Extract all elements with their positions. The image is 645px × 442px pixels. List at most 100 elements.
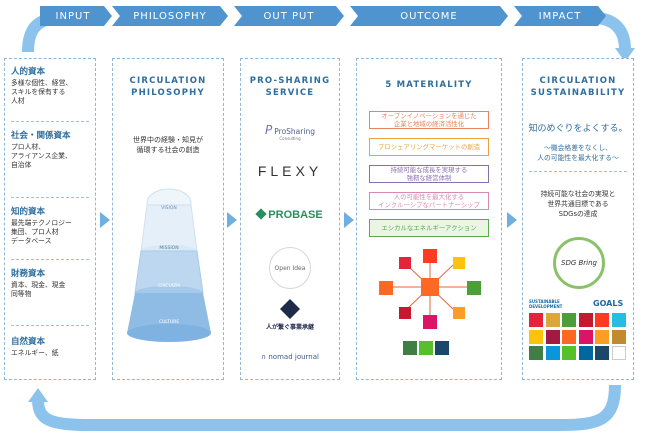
stage-outcome: OUTCOME [400,10,458,22]
chevron-1 [100,212,110,228]
resource-financial: 財務資本 資本、現金、現金 同等物 [5,263,95,303]
sdg-tile [435,341,449,355]
pyramid-mission: MISSION [159,245,178,251]
stage-output: OUT PUT [263,10,315,22]
sdg-tile [453,307,465,319]
sdg-goal-tile [595,329,609,344]
materiality-item: オープンイノベーションを通じた 企業と地域の経済活性化 [369,111,489,129]
resource-body: 多様な個性、経営、 スキルを保有する 人材 [11,79,73,105]
resource-title: 人的資本 [11,67,46,77]
resource-social: 社会・関係資本 プロ人材、 アライアンス企業、 自治体 [5,125,95,174]
probase-icon [255,208,267,220]
logo-openidea: Open Idea [241,247,339,289]
sdg-goal-tile [595,313,609,327]
materiality-item: 持続可能な成長を実現する 強靭な経営体制 [369,165,489,183]
pyramid-vision: VISION [161,205,177,211]
philosophy-text: 世界中の経験・知見が 循環する社会の創造 [113,135,223,155]
sdg-goal-tile [529,329,543,344]
return-arrowhead [28,388,48,402]
resource-human: 人的資本 多様な個性、経営、 スキルを保有する 人材 [5,61,95,110]
pyramid-circuizm: CIRCUIZM [158,283,180,289]
sdg-goal-tile [611,346,626,360]
sdg-goal-tile [529,346,543,360]
impact-goal-line: 持続可能な社会の実現と [540,190,616,198]
sdg-tile [453,257,465,269]
philosophy-column: CIRCULATION PHILOSOPHY 世界中の経験・知見が 循環する社会… [112,58,224,380]
sdg-goal-tile [545,313,560,327]
materiality-item: プロシェアリングマーケットの創造 [369,138,489,156]
stage-input: INPUT [55,10,91,22]
prosharing-sub: Consulting [279,136,301,141]
resource-title: 知的資本 [11,207,46,217]
sdg-tile [399,307,411,319]
philosophy-title-2: PHILOSOPHY [131,88,205,98]
chevron-4 [507,212,517,228]
impact-arrowhead [615,48,635,62]
philosophy-title-1: CIRCULATION [129,76,207,86]
sdg-tile [423,249,437,263]
chevron-2 [227,212,237,228]
philosophy-pyramid: VISION MISSION CIRCUIZM CULTURE [127,188,211,342]
impact-goal-line: SDGsの達成 [558,210,598,218]
sdg-tile [399,257,411,269]
sdg-header-a: SUSTAINABLE [529,299,560,304]
sdg-tile [403,341,417,355]
materiality-item: エシカルなエネルギーアクション [369,219,489,237]
prosharing-mark-icon: P [265,123,273,137]
logo-jigyoshokei: 人が繋ぐ事業承継 [241,299,339,331]
service-title-1: PRO-SHARING [249,76,331,86]
stage-banners [40,6,606,26]
sdg-icon-grid [529,313,629,373]
sdg-materiality-map [379,249,481,355]
prosharing-name: ProSharing [274,127,315,136]
sdg-tile [423,315,437,329]
philosophy-text-line: 世界中の経験・知見が [133,136,203,144]
return-arrow [32,384,621,431]
resource-intellectual: 知的資本 最先端テクノロジー 集団、プロ人材 データベース [5,201,95,250]
impact-sub-line: 人の可能性を最大化する〜 [537,154,619,162]
impact-sub: 〜機会格差をなくし、 人の可能性を最大化する〜 [523,143,633,163]
logo-nomad: ∩ nomad journal [241,353,339,361]
sdg-header: SUSTAINABLE DEVELOPMENT [529,299,562,309]
resource-title: 社会・関係資本 [11,131,71,141]
philosophy-text-line: 循環する社会の創造 [136,146,200,154]
sdg-goal-tile [562,313,576,327]
sdg-goals-label: GOALS [593,299,624,308]
resource-body: 資本、現金、現金 同等物 [11,281,66,298]
resource-natural: 自然資本 エネルギー、紙 [5,331,95,362]
jigyoshokei-icon [280,299,300,319]
sdg-goal-tile [562,329,576,344]
service-title-2: SERVICE [265,88,315,98]
resource-title: 財務資本 [11,269,46,279]
sdg-goal-tile [595,346,609,360]
sdg-bring-badge: SDG Bring [553,237,605,289]
materiality-item: 人の可能性を最大化する インクルーシブなパートナーシップ [369,192,489,210]
impact-goal-line: 世界共通目標である [547,200,609,208]
resource-title: 自然資本 [11,337,46,347]
chevron-3 [344,212,354,228]
pyramid-culture: CULTURE [159,319,179,325]
impact-title-2: SUSTAINABILITY [530,88,626,98]
sdg-center-8 [421,278,439,296]
materiality-column: 5 MATERIALITY オープンイノベーションを通じた 企業と地域の経済活性… [356,58,502,380]
sdg-tile [379,281,393,295]
impact-column: CIRCULATION SUSTAINABILITY 知のめぐりをよくする。 〜… [522,58,634,380]
openidea-name: Open Idea [269,247,311,289]
sdg-goal-tile [529,313,543,327]
sdg-goal-tile [545,329,560,344]
resource-body: 最先端テクノロジー 集団、プロ人材 データベース [11,219,72,245]
sdg-goal-tile [611,329,626,344]
sdg-goal-tile [578,329,593,344]
resource-body: エネルギー、紙 [11,349,59,357]
impact-sub-line: 〜機会格差をなくし、 [544,144,612,152]
impact-goal: 持続可能な社会の実現と 世界共通目標である SDGsの達成 [523,189,633,219]
sdg-tile [419,341,433,355]
resource-body: プロ人材、 アライアンス企業、 自治体 [11,143,72,169]
sdg-goal-tile [578,313,593,327]
input-column: 人的資本 多様な個性、経営、 スキルを保有する 人材 社会・関係資本 プロ人材、… [4,58,96,380]
jigyoshokei-name: 人が繋ぐ事業承継 [265,324,314,331]
materiality-title: 5 MATERIALITY [385,80,473,90]
sdg-goal-tile [611,313,626,327]
